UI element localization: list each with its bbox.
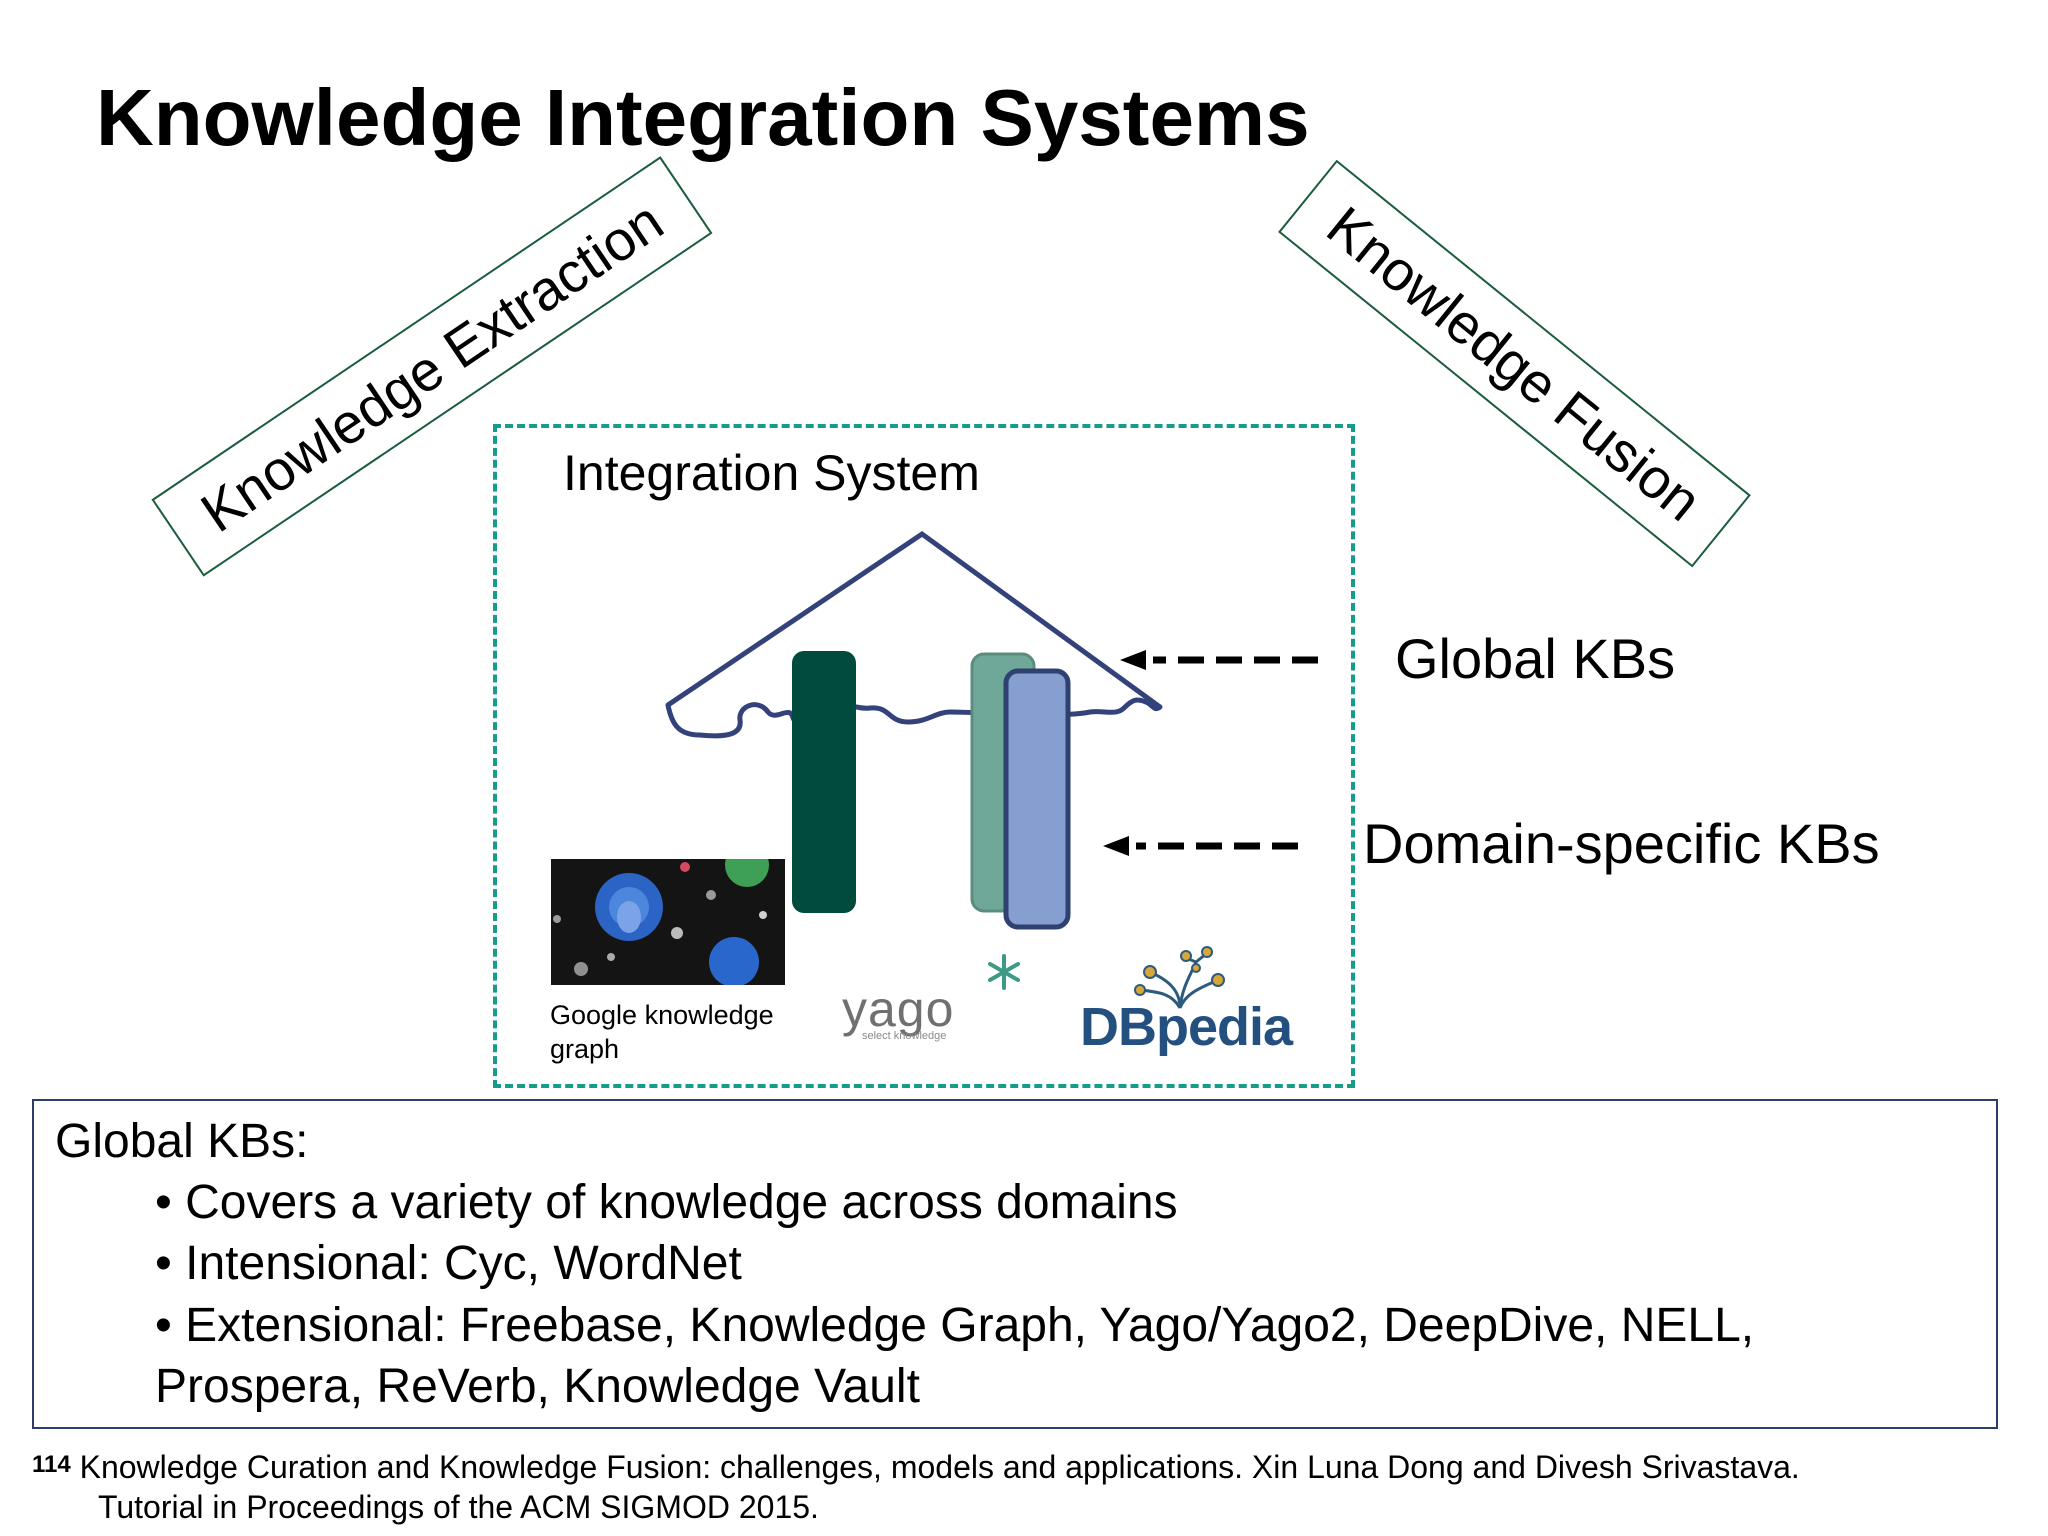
integration-system-label: Integration System bbox=[563, 445, 980, 501]
footnote-text-line2: Tutorial in Proceedings of the ACM SIGMO… bbox=[98, 1489, 819, 1525]
google-knowledge-graph-image bbox=[551, 859, 785, 985]
google-knowledge-graph-caption: Google knowledge graph bbox=[550, 998, 774, 1066]
footnote-line1: 114 Knowledge Curation and Knowledge Fus… bbox=[32, 1447, 1800, 1487]
global-kbs-label: Global KBs bbox=[1395, 627, 1676, 690]
footnote-number: 114 bbox=[32, 1451, 71, 1478]
global-kb-roof-underside bbox=[665, 697, 1163, 739]
notes-continuation: Prospera, ReVerb, Knowledge Vault bbox=[155, 1360, 920, 1413]
footnote-text-line1: Knowledge Curation and Knowledge Fusion:… bbox=[79, 1449, 1800, 1485]
domain-arrow-head bbox=[1103, 836, 1129, 856]
slide-title: Knowledge Integration Systems bbox=[96, 73, 1310, 162]
integration-system-box bbox=[493, 424, 1355, 1088]
yago-tagline: select knowledge bbox=[862, 1030, 947, 1042]
global-kbs-notes-box bbox=[32, 1099, 1998, 1429]
notes-bullet-2: • Intensional: Cyc, WordNet bbox=[155, 1237, 742, 1290]
domain-specific-kbs-label: Domain-specific KBs bbox=[1363, 812, 1880, 875]
notes-heading: Global KBs: bbox=[55, 1115, 309, 1168]
yago-logo: yago bbox=[842, 981, 955, 1037]
notes-bullet-3: • Extensional: Freebase, Knowledge Graph… bbox=[155, 1299, 1755, 1352]
blue-kb-bar bbox=[1003, 668, 1071, 930]
footnote: 114 Knowledge Curation and Knowledge Fus… bbox=[32, 1447, 1800, 1527]
google-caption-line1: Google knowledge bbox=[550, 1000, 774, 1030]
global-kb-roof bbox=[666, 530, 1162, 710]
global-arrow-head bbox=[1120, 650, 1146, 670]
dbpedia-logo: DBpedia bbox=[1080, 997, 1293, 1057]
notes-bullet-1: • Covers a variety of knowledge across d… bbox=[155, 1176, 1178, 1229]
dark-green-kb-bar bbox=[792, 651, 856, 913]
yago-asterisk-icon bbox=[988, 954, 1020, 990]
google-caption-line2: graph bbox=[550, 1034, 620, 1064]
dbpedia-tree-dots bbox=[1134, 946, 1225, 996]
knowledge-graph-node-picture bbox=[551, 859, 785, 985]
